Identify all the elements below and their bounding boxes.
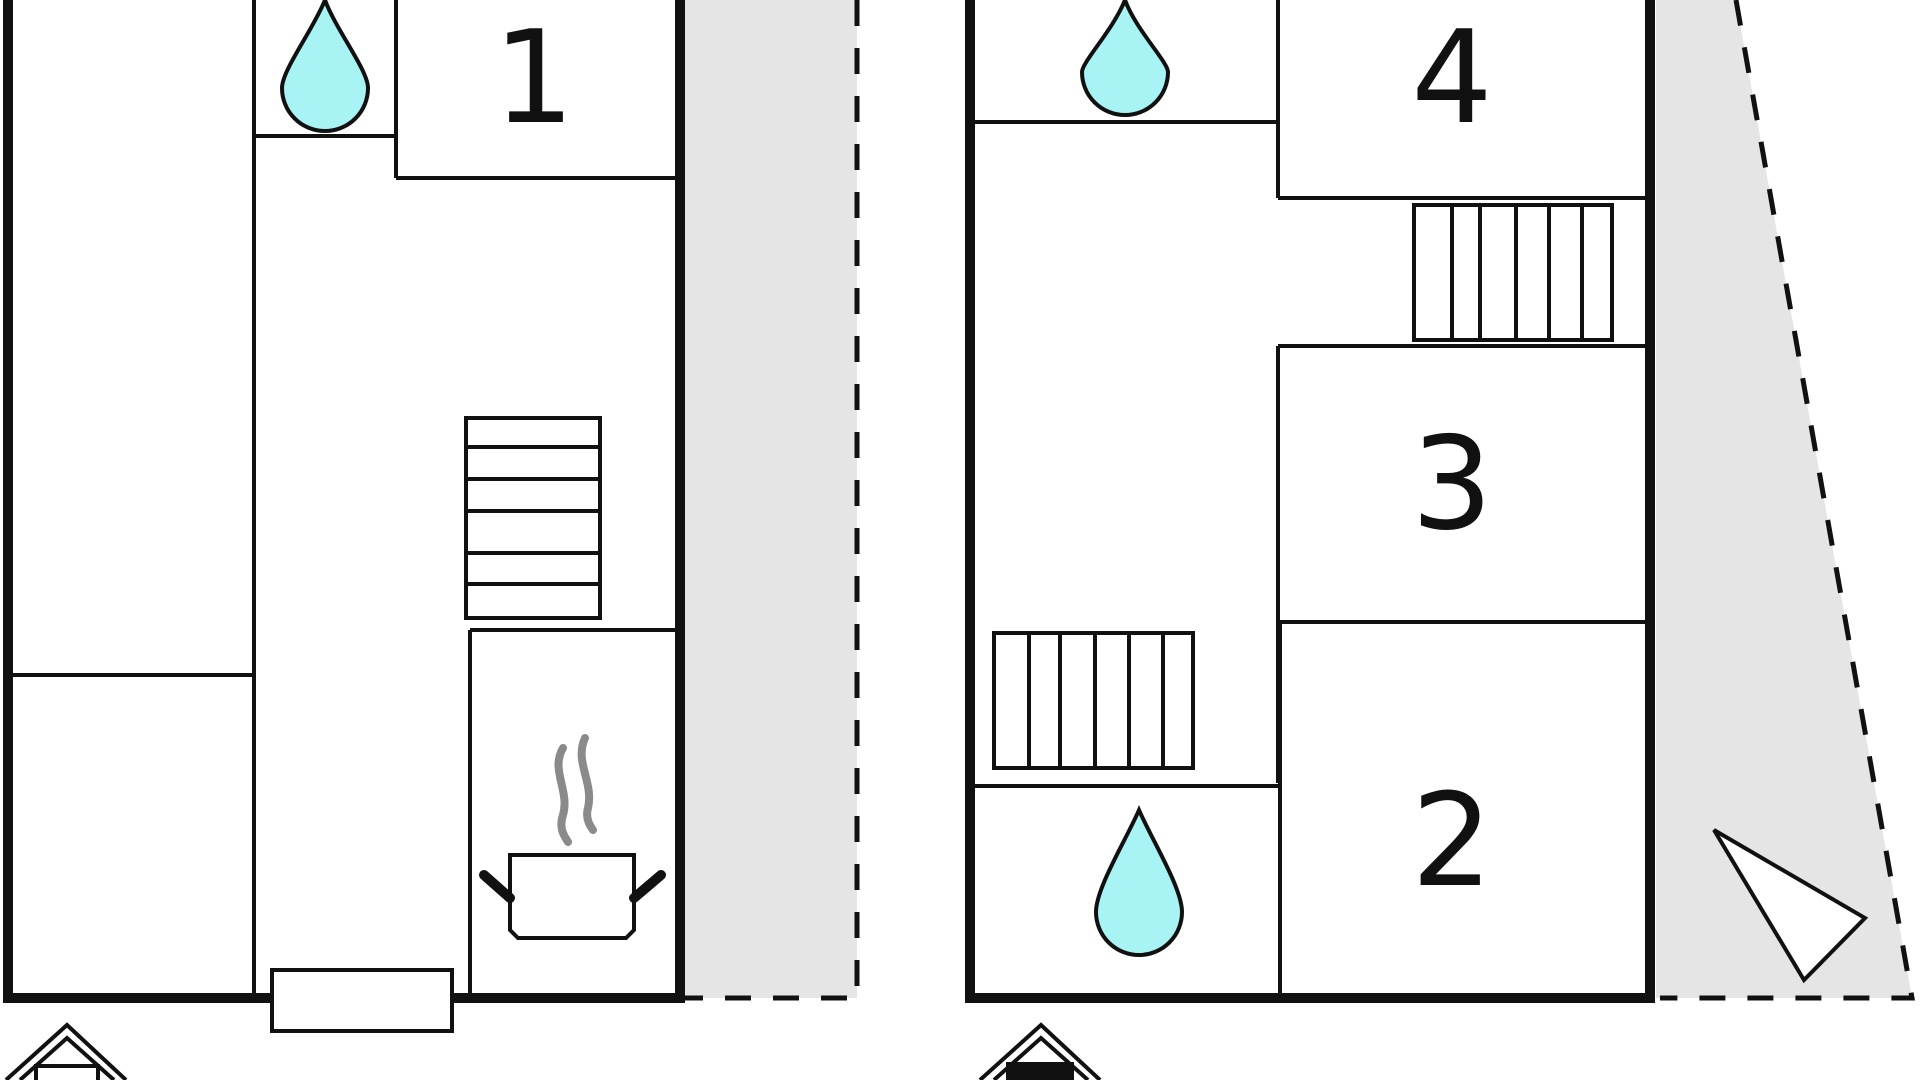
stairs-icon xyxy=(1412,203,1614,342)
cooking-pot-icon xyxy=(479,734,666,940)
room-4-number: 4 xyxy=(1411,4,1492,153)
interior-walls xyxy=(975,0,1645,995)
terrace-boundary xyxy=(1660,0,1915,1001)
house-icon xyxy=(4,1022,128,1080)
water-drop-icon xyxy=(1093,804,1185,957)
upper-floor: 4 3 2 xyxy=(965,0,1915,1080)
ground-floor: 1 xyxy=(3,0,860,1080)
entrance-door xyxy=(270,968,454,1033)
north-arrow-icon xyxy=(1712,828,1869,984)
interior-walls xyxy=(8,0,680,998)
terrace-area xyxy=(1656,0,1912,998)
outer-wall xyxy=(965,0,1655,1003)
terrace-boundary xyxy=(682,0,860,1001)
room-1-number: 1 xyxy=(493,4,574,153)
stairs-icon xyxy=(464,416,602,620)
stairs-icon xyxy=(992,631,1195,770)
room-2-number: 2 xyxy=(1411,767,1492,916)
room-3-number: 3 xyxy=(1411,410,1492,559)
water-drop-icon xyxy=(279,0,371,133)
house-icon xyxy=(978,1022,1102,1080)
terrace-area xyxy=(682,0,857,998)
water-drop-icon xyxy=(1079,0,1171,117)
